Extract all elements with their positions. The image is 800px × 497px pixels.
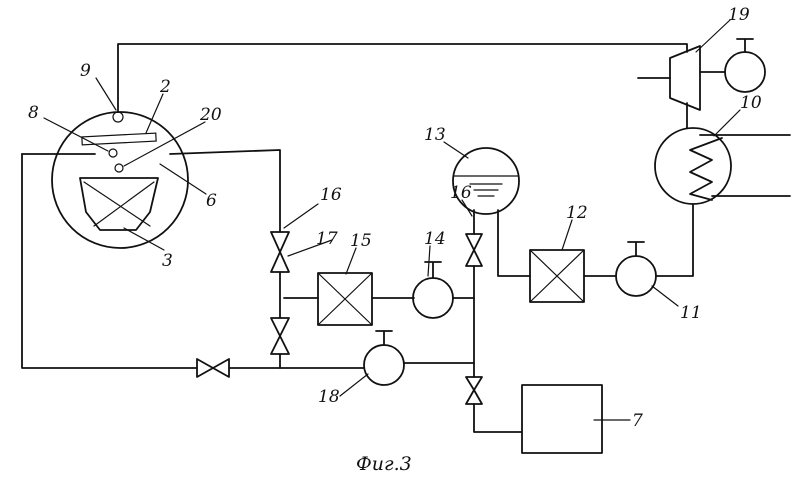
to-tank7-pipe: [474, 404, 522, 432]
outlet-9: [113, 112, 123, 122]
label-18: 18: [318, 387, 340, 407]
label-3: 3: [162, 251, 173, 271]
label-16-right: 16: [450, 183, 472, 203]
label-15: 15: [350, 231, 372, 251]
label-20: 20: [199, 105, 222, 125]
label-17: 17: [316, 229, 338, 249]
valve-16-right: [466, 234, 482, 266]
tank-7: [522, 385, 602, 453]
leader-lines: [44, 20, 740, 420]
label-9: 9: [80, 61, 91, 81]
valve-lower-right: [466, 377, 482, 404]
label-16-left: 16: [320, 185, 342, 205]
label-7: 7: [632, 411, 643, 431]
valve-bottom-horizontal: [197, 359, 229, 377]
exchanger-to-pump11-pipe: [656, 205, 693, 276]
turbine-19: [638, 46, 700, 110]
top-pipe: [118, 44, 687, 112]
separator-13: [453, 148, 519, 214]
label-8: 8: [28, 103, 39, 123]
core-3: [80, 178, 158, 230]
heat-exchanger-10: [655, 128, 731, 204]
valve-lower-left: [271, 318, 289, 354]
unit12-to-separator-pipe: [498, 210, 530, 276]
valve-17: [271, 232, 289, 272]
pump-14: [413, 262, 453, 318]
label-14: 14: [424, 229, 446, 249]
unit-15: [318, 273, 372, 325]
label-19: 19: [728, 5, 750, 25]
unit-12: [530, 250, 584, 302]
generator-19: [700, 39, 765, 92]
label-12: 12: [566, 203, 588, 223]
label-11: 11: [680, 303, 702, 323]
label-6: 6: [206, 191, 217, 211]
pipework: [22, 44, 790, 432]
pump-11: [616, 242, 656, 296]
pump-18: [364, 331, 404, 385]
port-20: [115, 164, 123, 172]
port-8: [109, 149, 117, 157]
figure-caption: Фиг.3: [356, 453, 412, 475]
label-2: 2: [159, 77, 171, 97]
label-10: 10: [740, 93, 762, 113]
label-13: 13: [424, 125, 446, 145]
